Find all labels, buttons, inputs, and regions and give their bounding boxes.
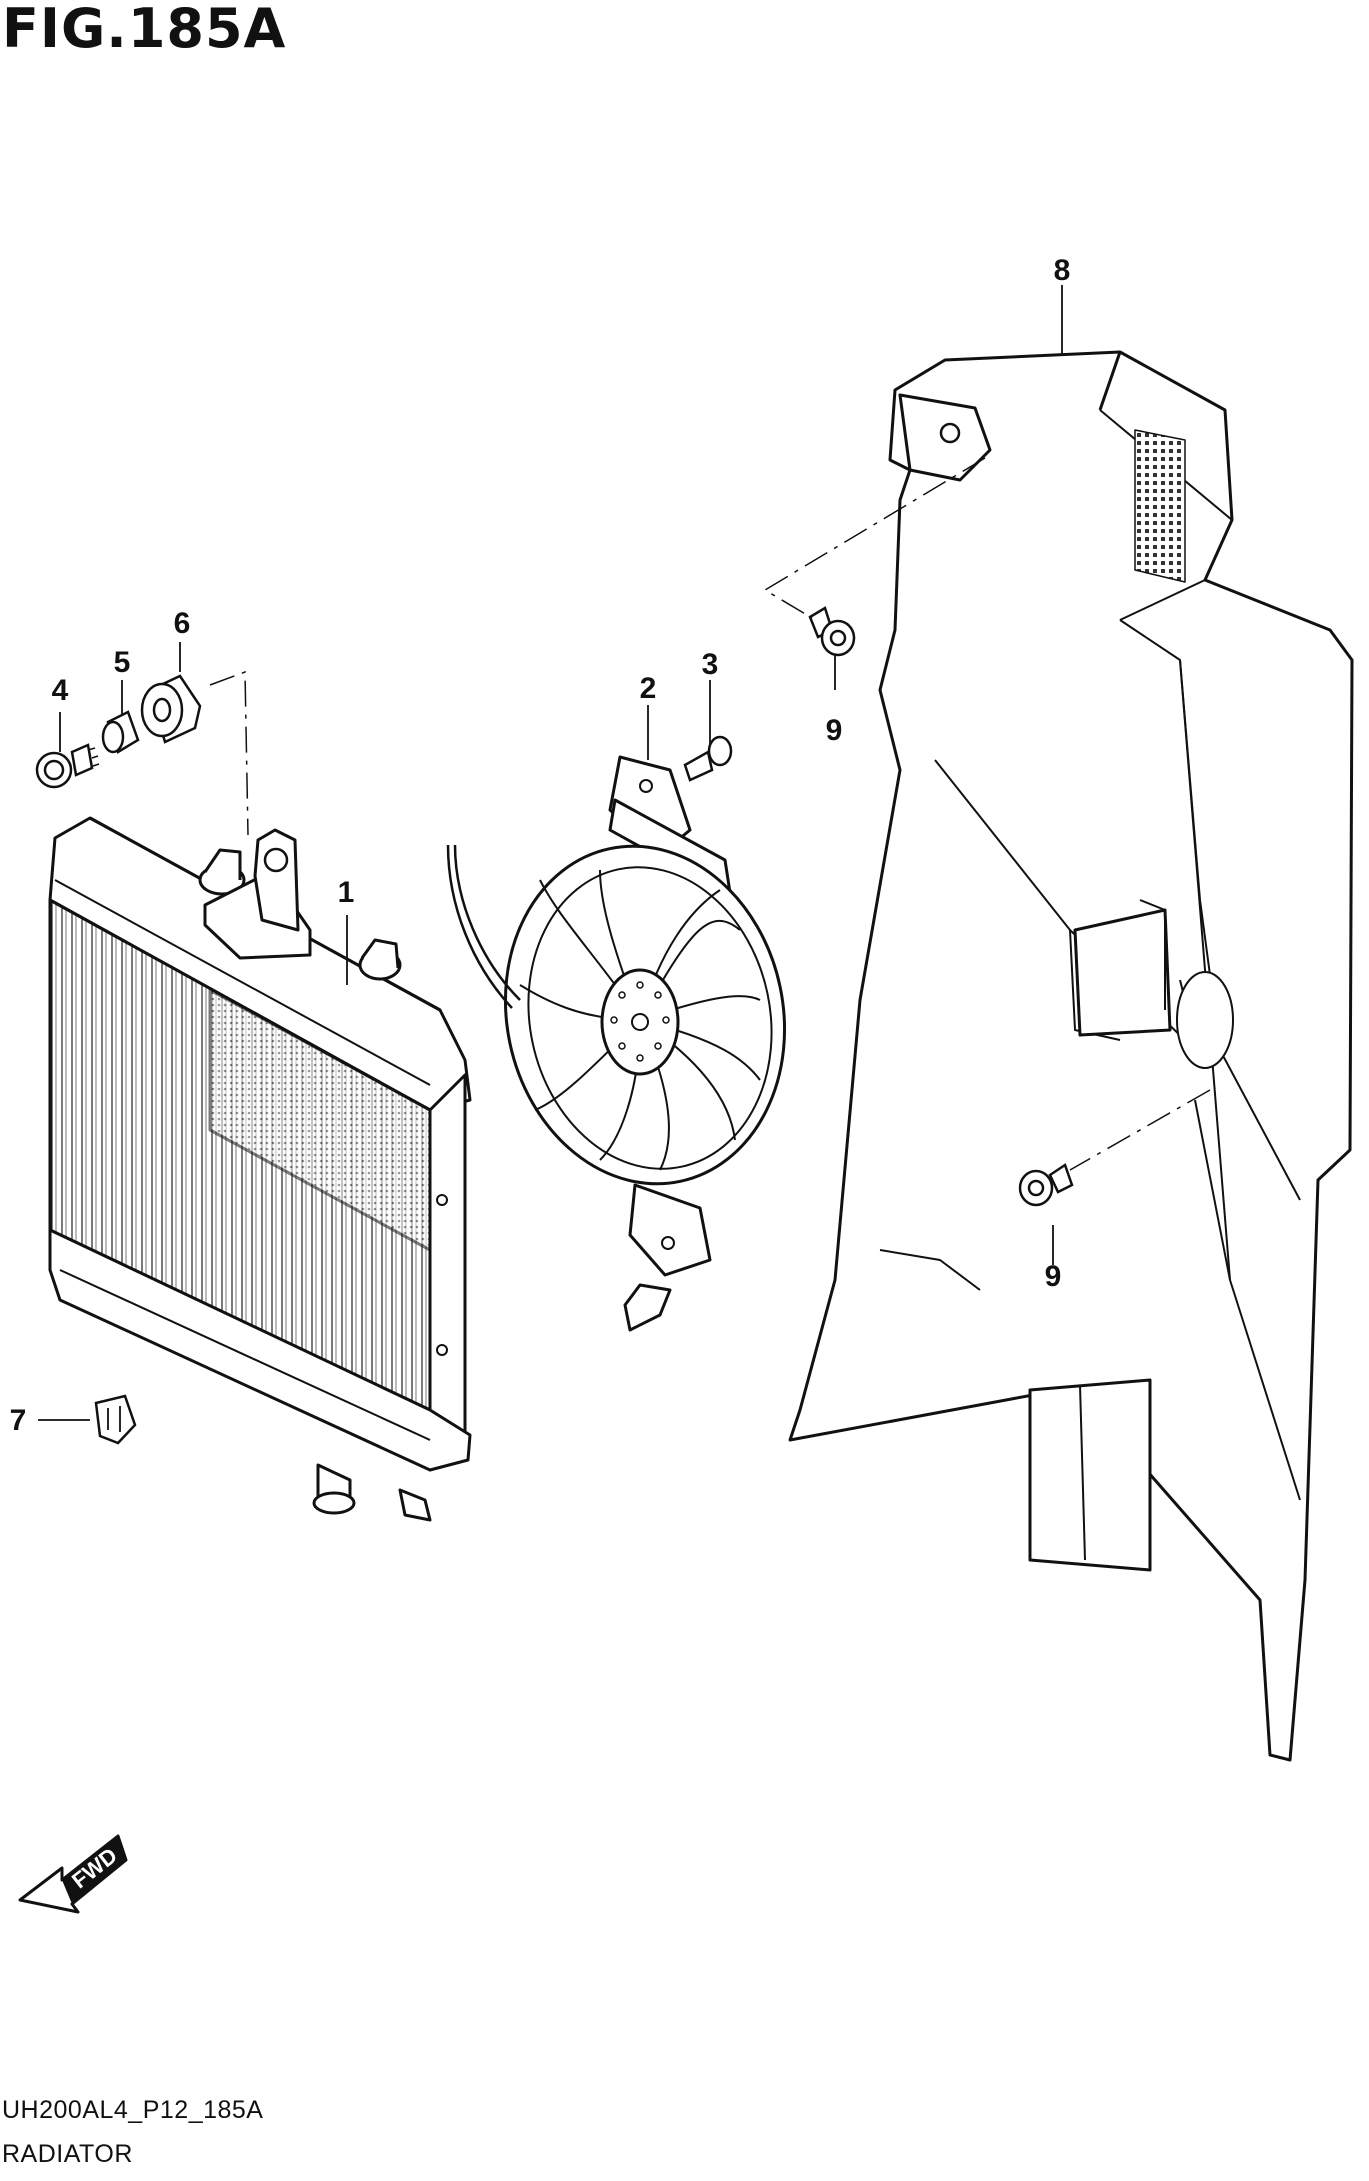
figure-title: FIG.185A xyxy=(2,0,287,60)
callout-8: 8 xyxy=(1054,254,1071,287)
callout-6: 6 xyxy=(174,607,191,640)
fwd-arrow: FWD xyxy=(18,1834,128,1914)
cooling-fan-assembly xyxy=(446,755,787,1332)
callout-3: 3 xyxy=(702,648,719,681)
collar-part-5 xyxy=(101,710,140,754)
callout-9-upper: 9 xyxy=(826,714,843,747)
assembly-lines xyxy=(209,457,1211,1171)
clip-part-7 xyxy=(94,1394,137,1445)
callout-5: 5 xyxy=(114,646,131,679)
screw-part-9-upper xyxy=(808,606,856,657)
grommet-part-6 xyxy=(140,674,202,744)
screw-part-9-lower xyxy=(1018,1163,1074,1207)
leader-lines xyxy=(38,285,1063,1421)
radiator-shroud xyxy=(788,350,1354,1762)
callout-7: 7 xyxy=(10,1404,27,1437)
callout-4: 4 xyxy=(52,674,69,707)
drawing-code: UH200AL4_P12_185A xyxy=(2,2096,264,2124)
bolt-part-4 xyxy=(35,743,100,789)
callout-9-lower: 9 xyxy=(1045,1260,1062,1293)
bolt-part-3 xyxy=(683,735,733,782)
drawing-title: RADIATOR xyxy=(2,2140,133,2168)
callout-2: 2 xyxy=(640,672,657,705)
callout-1: 1 xyxy=(338,876,355,909)
radiator-core xyxy=(48,816,472,1522)
